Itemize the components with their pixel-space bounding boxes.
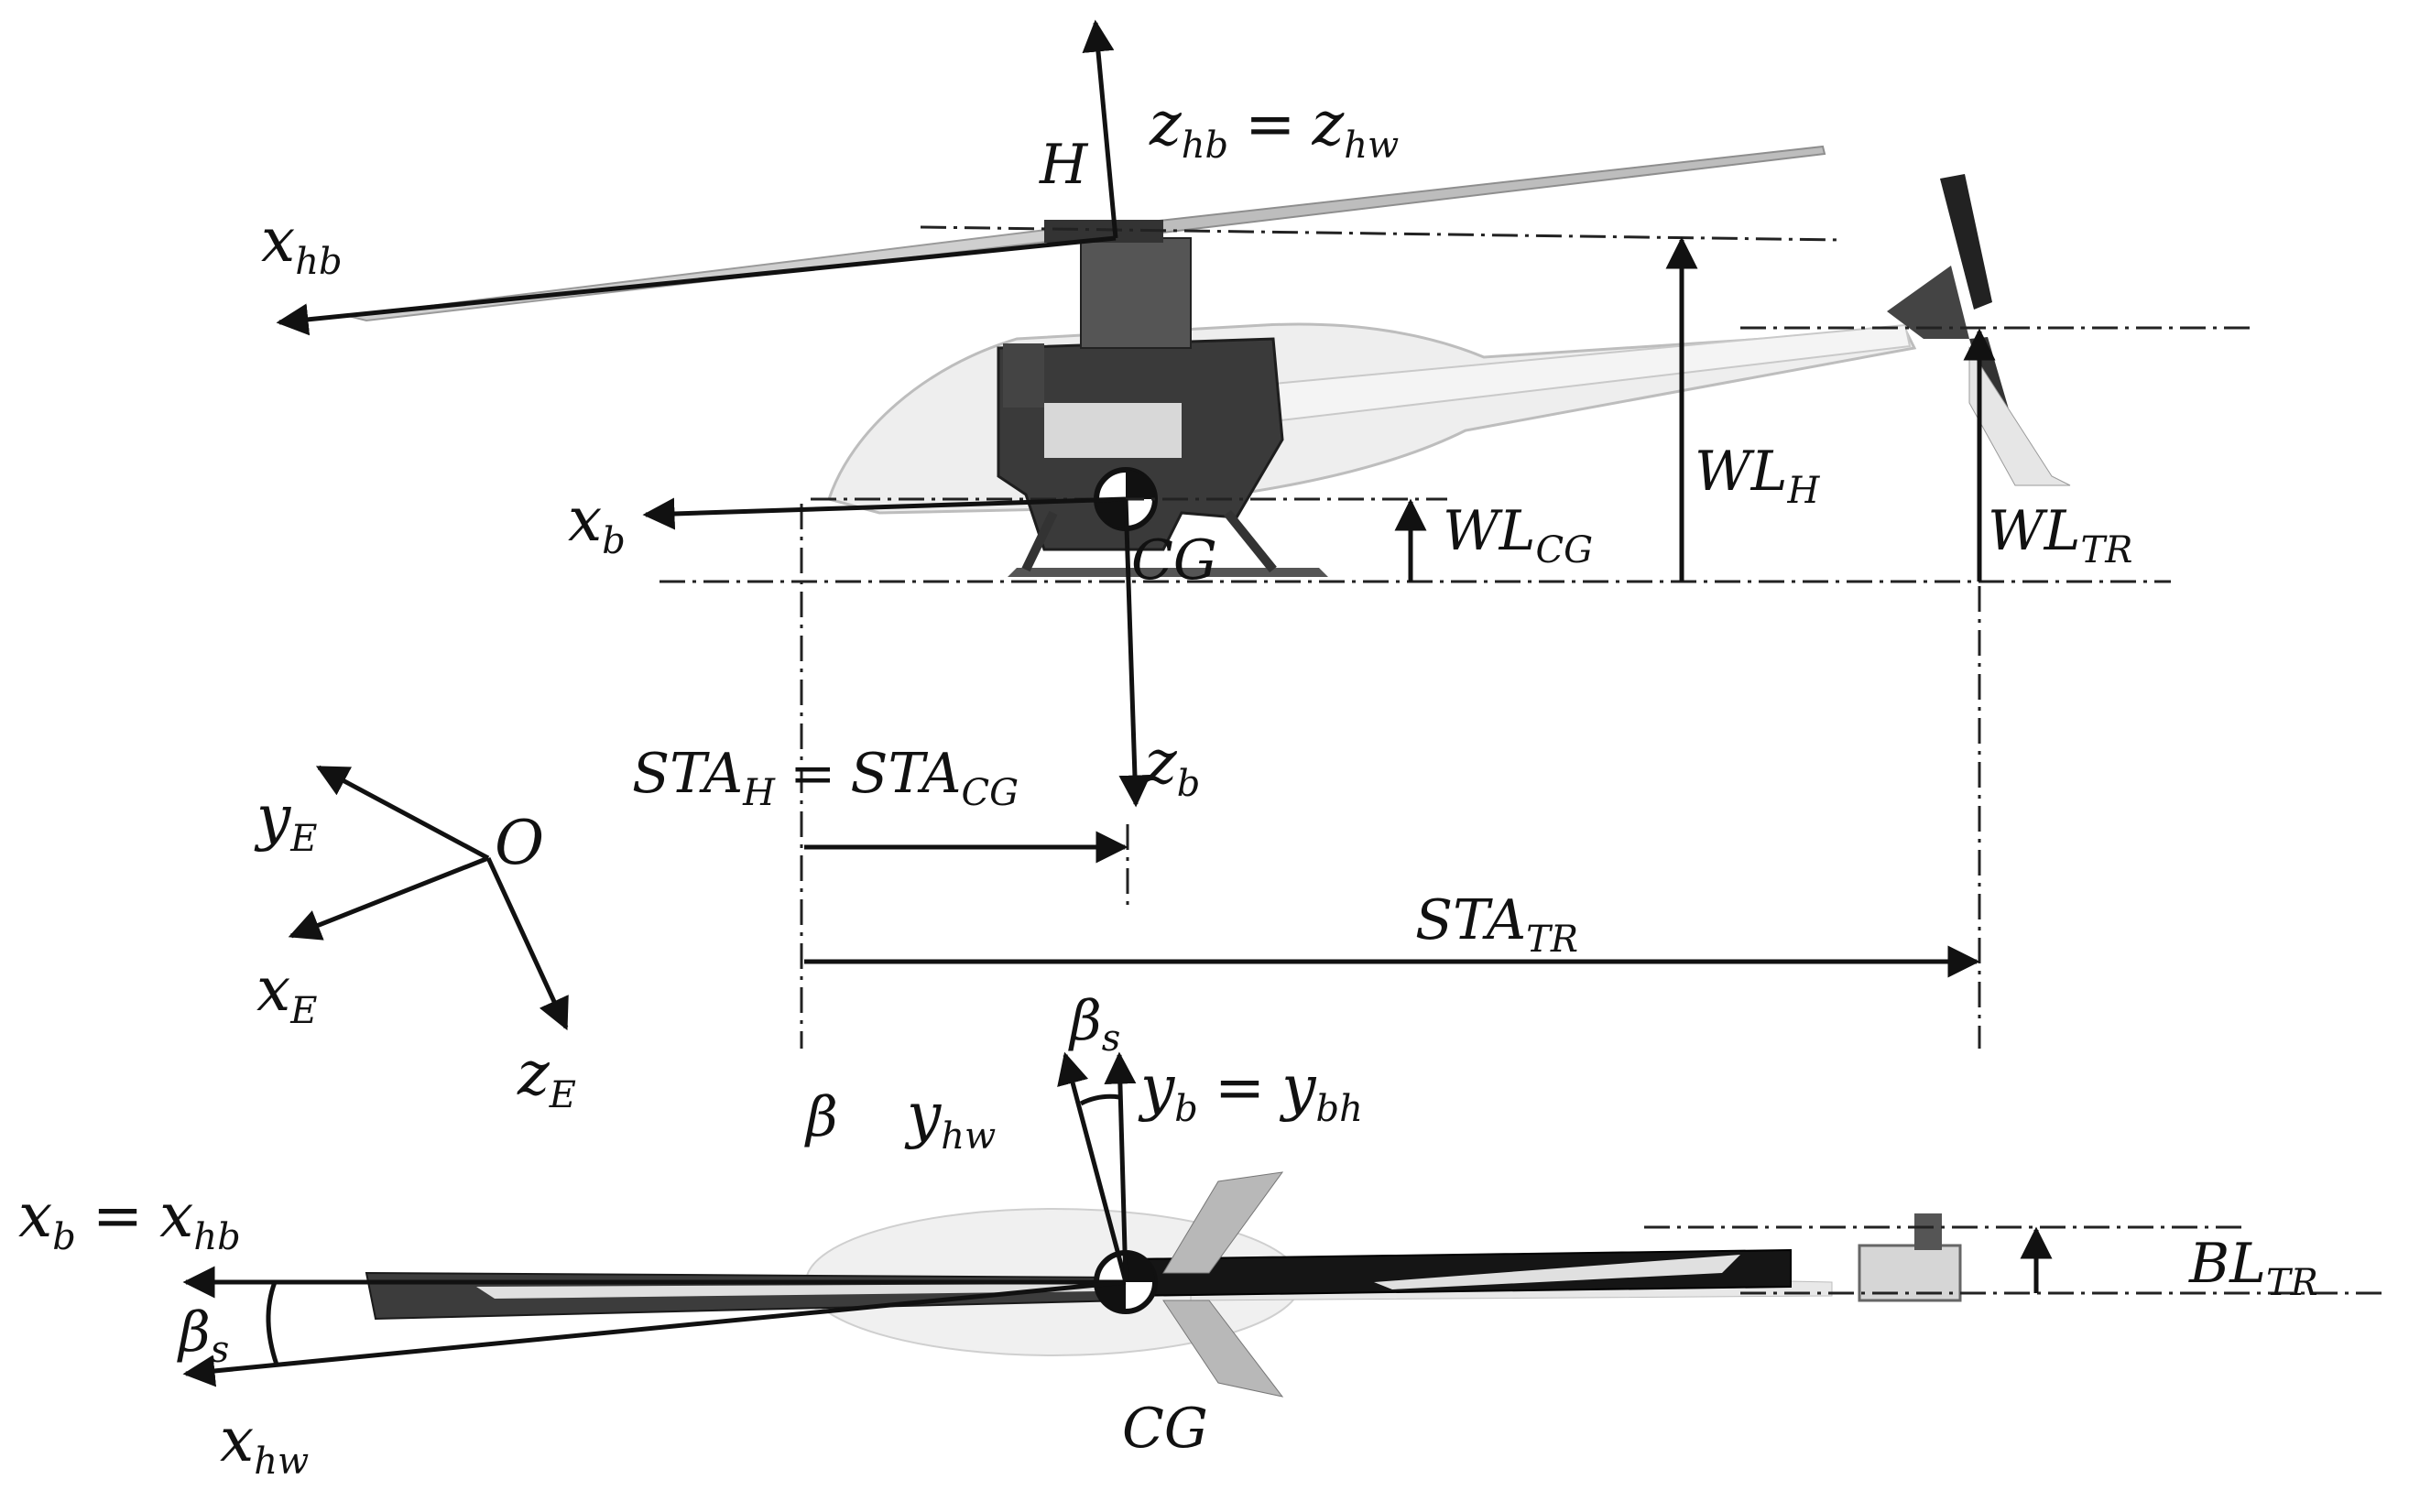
label-sta-h-eq-sta-cg: STAH=STACG	[632, 742, 1019, 814]
axis-y-e-arrow	[315, 765, 490, 861]
axis-z-b-arrow	[1118, 498, 1151, 808]
label-y-hw: yhw	[904, 1080, 996, 1158]
side-view-helicopter	[347, 145, 2071, 577]
side-tail-fin-lower	[1968, 346, 2071, 486]
label-beta-s-top: βs	[1068, 989, 1120, 1060]
side-main-rotor-blade-right	[1125, 145, 1826, 238]
side-cg-fill-2	[1096, 499, 1126, 528]
axis-x-b-arrow	[642, 496, 1127, 530]
top-cg-fill-2	[1096, 1282, 1126, 1311]
label-beta: β	[804, 1085, 838, 1149]
label-z-b: zb	[1144, 727, 1200, 805]
top-fin-lower	[1162, 1300, 1284, 1398]
label-sta-tr: STATR	[1415, 888, 1578, 961]
side-skid-strut-rear	[1224, 509, 1277, 573]
label-wl-h: WLH	[1695, 440, 1821, 512]
label-beta-s-left: βs	[177, 1300, 229, 1371]
side-skid-strut-front	[1021, 510, 1058, 572]
label-wl-cg: WLCG	[1443, 499, 1593, 571]
label-x-b-eq-x-hb: xb=xhb	[18, 1180, 241, 1258]
beta-s-arc-left	[266, 1281, 279, 1365]
label-x-hw: xhw	[220, 1405, 309, 1483]
side-motor	[1003, 343, 1044, 408]
side-tail-rotor-upper	[1940, 174, 1992, 310]
label-bl-tr: BLTR	[2188, 1232, 2318, 1304]
side-frame-window	[1044, 403, 1182, 458]
side-mast-assembly	[1080, 237, 1192, 349]
top-rotor-blade-right-stripe	[1374, 1255, 1740, 1289]
axis-x-hw-arrow	[182, 1279, 1127, 1387]
axis-x-e-arrow	[288, 855, 489, 941]
label-z-e: zE	[517, 1039, 576, 1116]
axis-x-hb-arrow	[276, 235, 1117, 336]
top-rotor-blade-left-stripe	[476, 1284, 1099, 1299]
label-z-hb-eq-z-hw: zhb=zhw	[1149, 89, 1399, 167]
axis-y-hw-arrow	[1057, 1051, 1128, 1283]
label-H: H	[1039, 133, 1089, 197]
side-landing-skid	[1008, 568, 1328, 577]
label-origin-O: O	[495, 808, 544, 878]
side-tail-fin	[1887, 266, 1969, 339]
label-wl-tr: WLTR	[1988, 499, 2132, 571]
top-tail-rotor-assembly	[1858, 1244, 1962, 1302]
label-x-hb: xhb	[261, 205, 343, 283]
axis-z-e-arrow	[485, 856, 569, 1031]
label-x-b: xb	[568, 484, 626, 562]
top-cg-fill-1	[1126, 1253, 1155, 1282]
axis-y-b-arrow	[1104, 1051, 1137, 1283]
axis-z-hb-arrow	[1082, 19, 1118, 239]
label-y-b-eq-y-bh: yb=ybh	[1138, 1052, 1363, 1130]
label-x-e: xE	[256, 954, 317, 1032]
top-fin-upper	[1162, 1171, 1284, 1274]
beta-s-arc-top	[1079, 1093, 1120, 1106]
top-tail-rotor-hub	[1914, 1213, 1942, 1250]
earth-frame: yE O xE zE	[254, 765, 576, 1116]
label-cg-top: CG	[1122, 1397, 1208, 1461]
side-cg-fill-1	[1126, 470, 1155, 499]
label-cg-side: CG	[1131, 528, 1217, 593]
label-y-e: yE	[254, 782, 318, 860]
